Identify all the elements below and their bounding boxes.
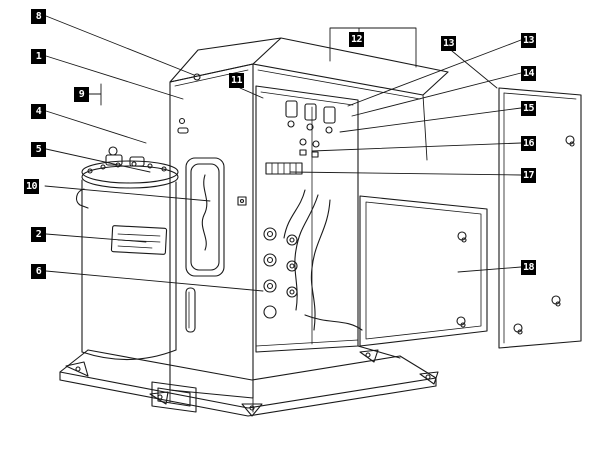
leader-13-top [451,50,498,89]
callout-9: 9 [74,87,89,102]
callout-16: 16 [521,136,537,151]
callout-1: 1 [31,49,46,64]
callout-15: 15 [521,101,537,116]
leader-5 [45,148,151,173]
leader-10 [44,185,211,202]
leader-14 [351,72,522,117]
bushing-terminals [263,227,298,319]
cables [283,189,363,331]
callout-10: 10 [24,179,40,194]
callout-11: 11 [229,73,245,88]
leader-17 [289,171,522,176]
leader-16 [311,142,522,152]
lid-fittings [105,146,145,167]
terminal-busbar [265,162,303,175]
enclosure-roof [252,37,449,161]
door-handle [201,174,208,251]
callout-14: 14 [521,66,537,81]
callout-5: 5 [31,142,46,157]
leader-lines [44,15,522,292]
leader-11 [239,87,264,99]
callout-17: 17 [521,168,537,183]
lower-handle [185,287,196,333]
indicator-components [299,138,320,158]
nameplate [110,225,168,255]
cabinet-tower [169,37,282,413]
leader-9 [88,83,102,106]
callout-13-top: 13 [441,36,457,51]
oil-tank [75,146,179,361]
callout-4: 4 [31,104,46,119]
leader-13-right [347,39,522,107]
open-door-middle [359,195,488,347]
leader-15 [339,107,522,133]
switch-handles [285,100,336,134]
leader-8 [45,15,195,76]
leader-1 [45,55,184,100]
leader-12 [329,27,417,68]
callout-6: 6 [31,264,46,279]
leader-4 [45,110,147,144]
callout-13-right: 13 [521,33,537,48]
interior-compartment [255,85,363,353]
lock [193,73,201,81]
leader-6 [45,270,264,292]
leader-18 [457,266,522,273]
callout-2: 2 [31,227,46,242]
latch-plate [237,196,247,206]
base-skid [59,345,439,417]
tower-door [185,157,225,277]
mounting-feet [65,349,439,417]
callout-18: 18 [521,260,537,275]
callout-12: 12 [349,32,365,47]
callout-8: 8 [31,9,46,24]
open-door-right [498,87,582,349]
